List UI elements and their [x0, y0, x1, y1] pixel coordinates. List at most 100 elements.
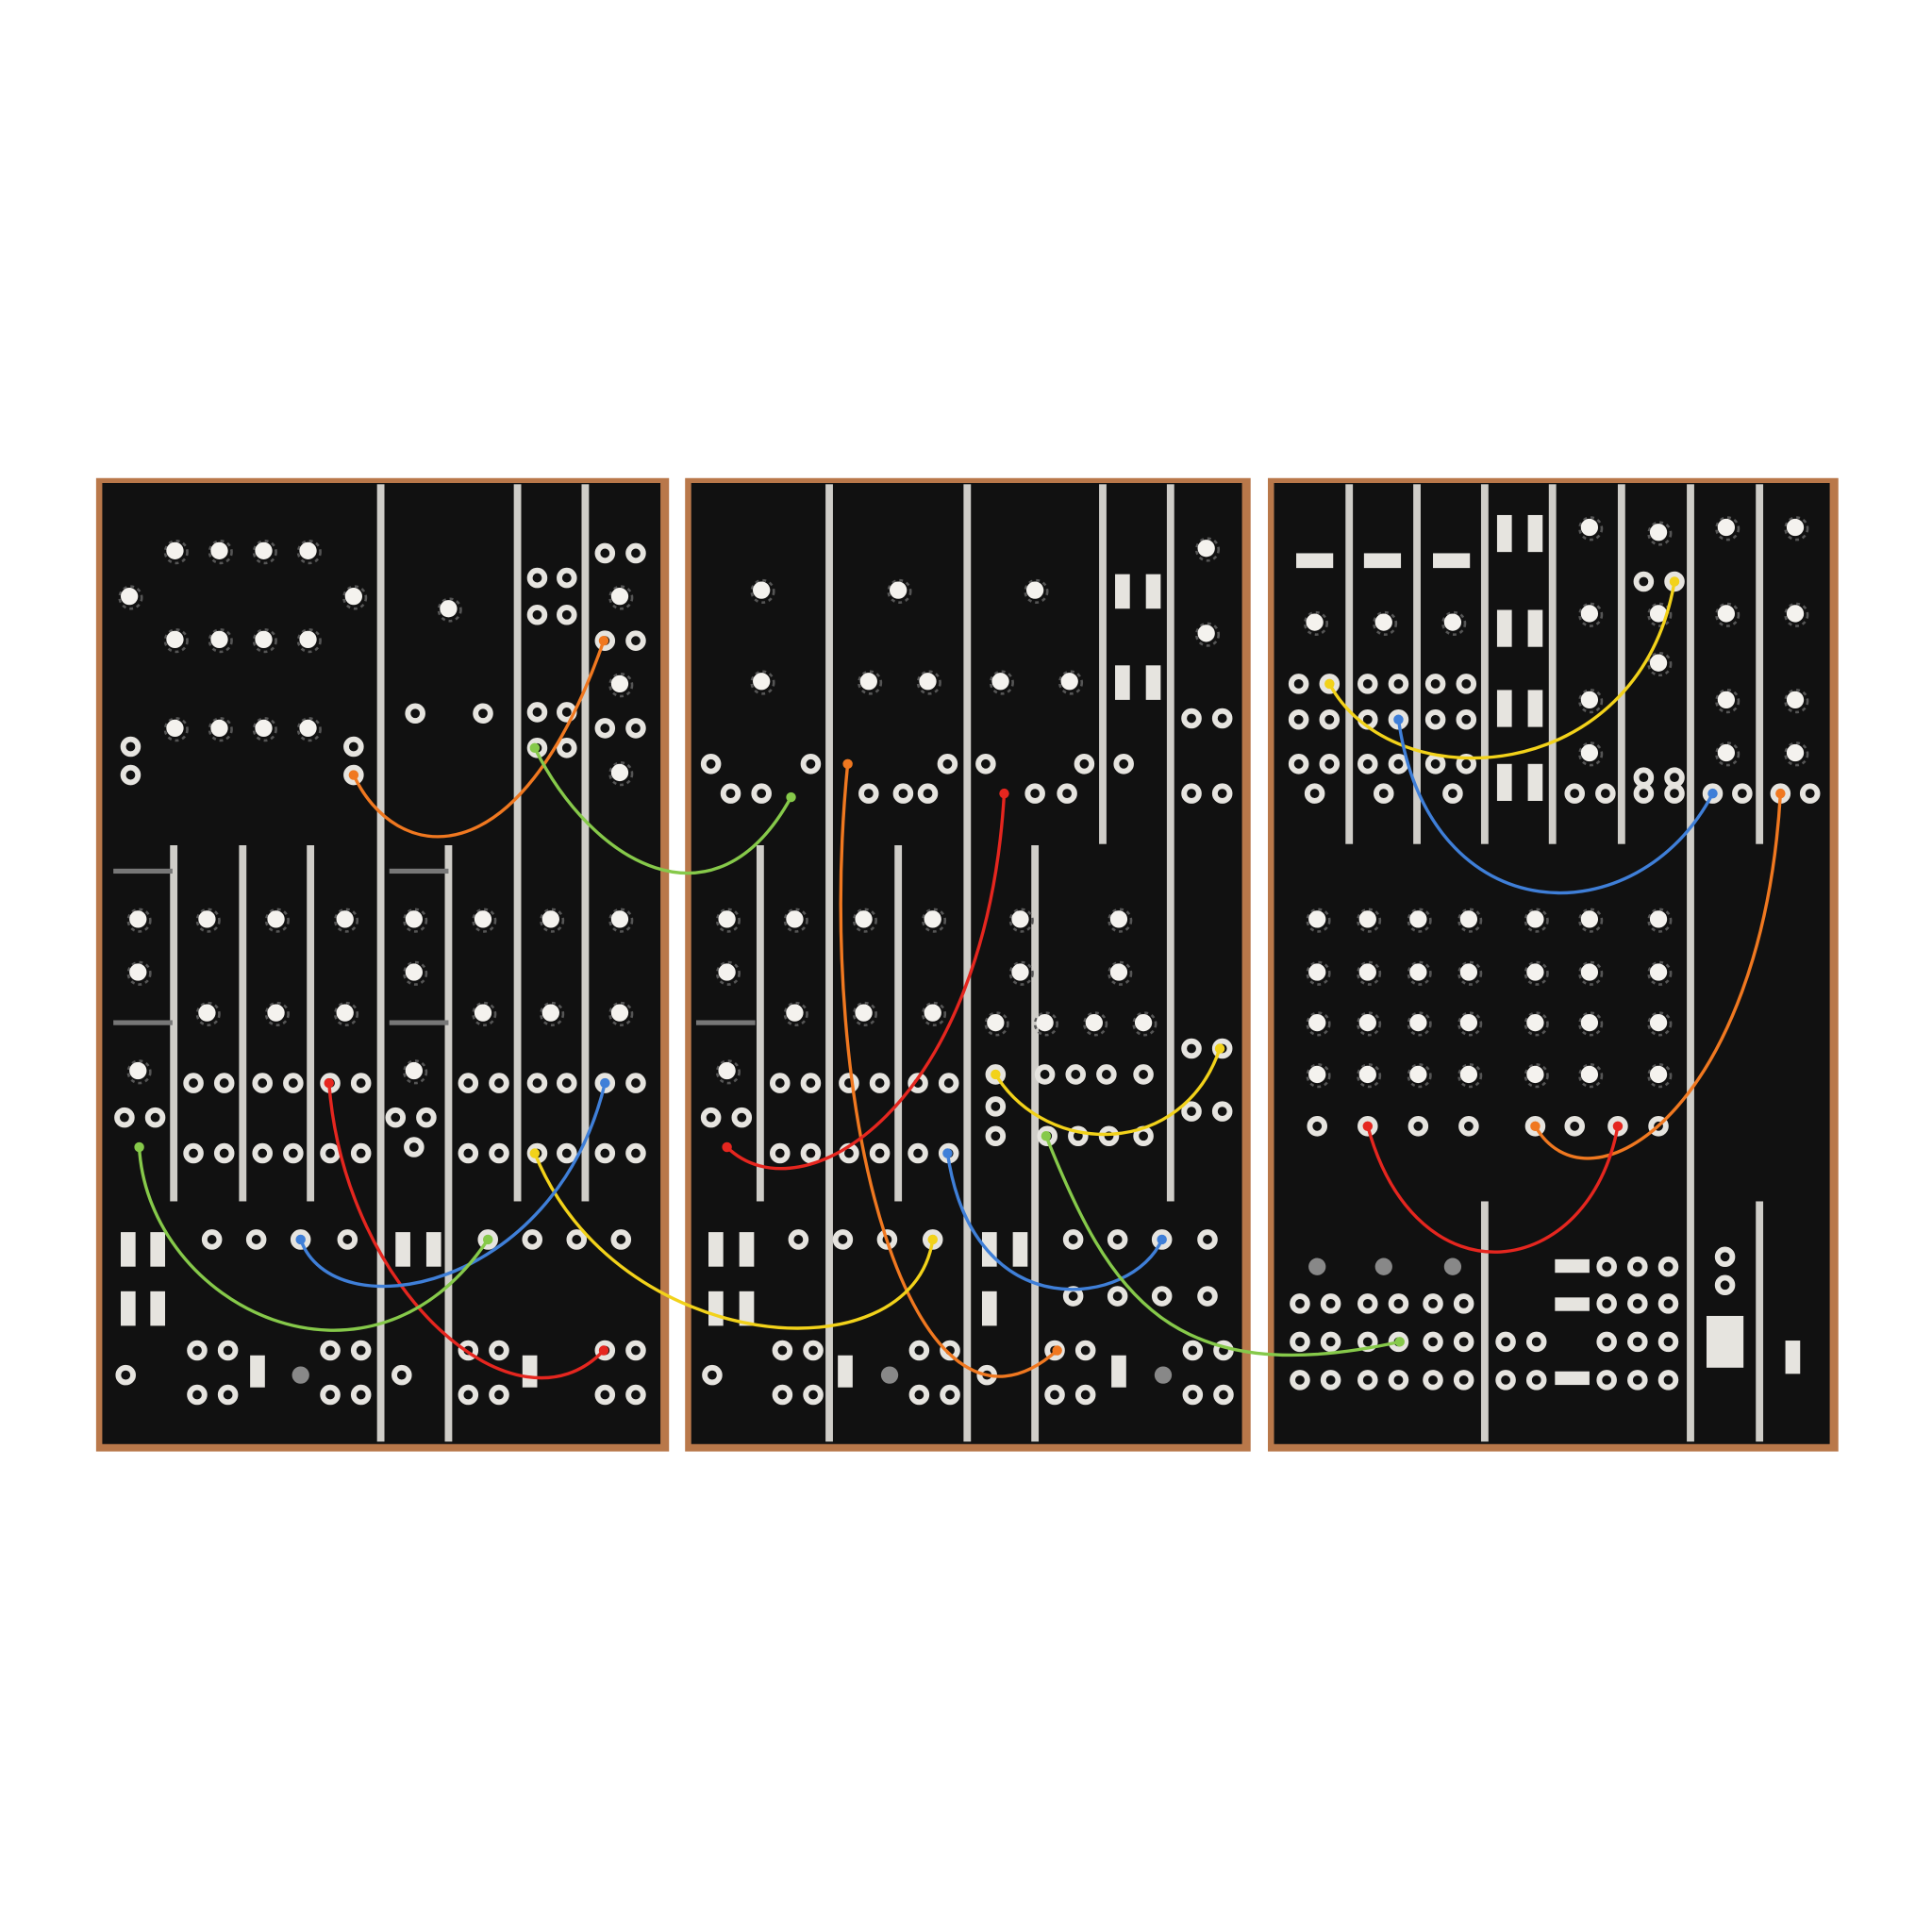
- knob-ridge: [126, 960, 152, 986]
- jack: [800, 754, 822, 774]
- knob: [1306, 613, 1324, 631]
- jack: [391, 1364, 412, 1386]
- divider-line: [1413, 484, 1421, 844]
- jack: [1074, 1340, 1096, 1361]
- jack: [940, 1340, 960, 1361]
- jack: [1525, 1370, 1547, 1391]
- jack: [404, 1137, 425, 1158]
- jack: [1024, 783, 1045, 804]
- jack: [1034, 1064, 1056, 1085]
- grey-knob: [291, 1366, 309, 1384]
- cable-plug: [1394, 1337, 1405, 1347]
- jack: [937, 754, 958, 774]
- jack: [1453, 1293, 1474, 1314]
- jack: [557, 567, 577, 589]
- knob: [1308, 1013, 1326, 1032]
- knob: [859, 673, 877, 691]
- knob: [1580, 1013, 1599, 1032]
- jack: [1357, 1293, 1378, 1314]
- knob-ridge: [1033, 1011, 1058, 1037]
- cable-plug: [600, 1077, 610, 1089]
- switch: [1496, 763, 1512, 801]
- knob: [1409, 963, 1427, 981]
- knob: [299, 719, 317, 738]
- grey-knob: [1308, 1257, 1326, 1275]
- jack: [1357, 754, 1378, 774]
- jack: [183, 1073, 204, 1093]
- jack: [800, 1073, 822, 1093]
- knob: [1409, 1065, 1427, 1084]
- jack: [1596, 1256, 1617, 1277]
- jack: [800, 1142, 822, 1164]
- cable-plug: [1214, 1043, 1225, 1054]
- knob: [198, 910, 216, 928]
- knob: [336, 910, 354, 928]
- knob-ridge: [715, 908, 741, 933]
- jack: [526, 604, 548, 625]
- cable-plug: [991, 1069, 1001, 1080]
- cable-plug: [1775, 788, 1786, 799]
- jack: [751, 783, 772, 804]
- jack: [908, 1142, 928, 1164]
- knob-ridge: [1457, 960, 1483, 986]
- jack: [1714, 1274, 1736, 1296]
- jack: [557, 1073, 577, 1093]
- knob: [1197, 540, 1215, 558]
- divider-line: [1480, 484, 1489, 844]
- knob-ridge: [1715, 741, 1740, 767]
- knob-ridge: [1083, 1011, 1108, 1037]
- knob-ridge: [1784, 602, 1809, 627]
- knob-ridge: [472, 908, 497, 933]
- patch-cable: [533, 746, 793, 874]
- jack: [1657, 1256, 1679, 1277]
- grey-knob: [1374, 1257, 1392, 1275]
- knob: [299, 630, 317, 649]
- jack: [526, 1073, 548, 1093]
- jack: [252, 1142, 273, 1164]
- cable-plug: [1052, 1345, 1062, 1356]
- knob-ridge: [1578, 516, 1604, 541]
- jack: [1627, 1293, 1648, 1314]
- knob-ridge: [1647, 602, 1673, 627]
- knob-ridge: [608, 673, 634, 698]
- jack: [1714, 1246, 1736, 1268]
- jack: [917, 783, 939, 804]
- knob-ridge: [989, 670, 1014, 695]
- switch: [1785, 1341, 1801, 1374]
- jack: [1320, 1370, 1341, 1391]
- jack: [1627, 1256, 1648, 1277]
- jack: [489, 1142, 509, 1164]
- knob-ridge: [1647, 521, 1673, 546]
- jack: [625, 1384, 646, 1406]
- knob-ridge: [403, 908, 428, 933]
- patch-cable: [945, 1151, 1164, 1291]
- switch: [1555, 1297, 1590, 1311]
- jack: [625, 1340, 646, 1361]
- divider-line: [1480, 1201, 1489, 1442]
- jack: [1181, 1038, 1202, 1059]
- knob-ridge: [1647, 1011, 1673, 1037]
- divider-line: [756, 845, 764, 1202]
- cable-plug: [1612, 1121, 1624, 1132]
- knob-ridge: [608, 585, 634, 610]
- divider-line: [1031, 845, 1040, 1442]
- knob-ridge: [921, 908, 947, 933]
- jack: [114, 1107, 135, 1128]
- switch: [522, 1355, 538, 1388]
- knob: [1459, 1013, 1478, 1032]
- knob-ridge: [195, 1001, 221, 1026]
- jack: [1290, 1370, 1310, 1391]
- cable-plug: [999, 788, 1009, 799]
- jack: [201, 1229, 223, 1250]
- knob-ridge: [1357, 1063, 1382, 1089]
- jack: [1288, 754, 1309, 774]
- jack: [1044, 1384, 1065, 1406]
- jack: [1596, 1331, 1617, 1353]
- jack: [625, 542, 646, 564]
- knob-ridge: [1715, 602, 1740, 627]
- knob-ridge: [252, 540, 277, 565]
- knob-ridge: [163, 628, 189, 654]
- patch-cables: [134, 576, 1786, 1380]
- knob: [855, 910, 873, 928]
- switch: [1527, 514, 1543, 553]
